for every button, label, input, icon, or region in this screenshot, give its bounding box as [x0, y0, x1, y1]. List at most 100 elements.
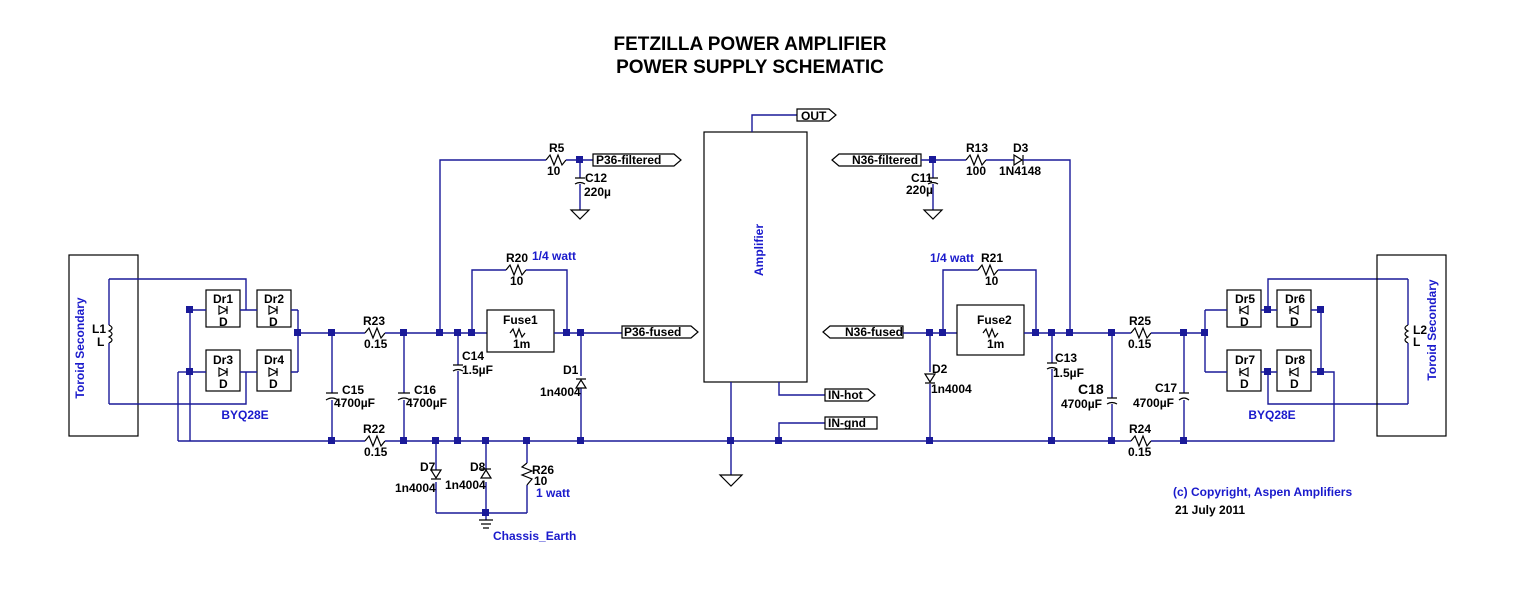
copyright-text: (c) Copyright, Aspen Amplifiers [1173, 485, 1352, 499]
c15-label: C15 [342, 383, 364, 397]
c17-value: 4700µF [1133, 396, 1174, 410]
d7-label: D7 [420, 460, 436, 474]
capacitor-c15: C15 4700µF [325, 333, 375, 441]
bridge-left-part: BYQ28E [221, 408, 268, 422]
capacitor-c16: C16 4700µF [397, 333, 447, 441]
r20-note: 1/4 watt [532, 249, 576, 263]
toroid-right-label: Toroid Secondary [1425, 279, 1439, 380]
d2-label: D2 [932, 362, 948, 376]
n36-filtered-label: N36-filtered [852, 153, 918, 167]
fuse2-value: 1m [987, 337, 1004, 351]
title-line1: FETZILLA POWER AMPLIFIER [613, 34, 886, 55]
c13-value: 1.5µF [1053, 366, 1084, 380]
inductor-l1: L1 L [92, 279, 113, 404]
r13-label: R13 [966, 141, 988, 155]
diode-d2: D2 1n4004 [923, 333, 972, 441]
d7-value: 1n4004 [395, 481, 436, 495]
toroid-left-label: Toroid Secondary [73, 297, 87, 398]
c11-label: C11 [911, 171, 933, 185]
r25-value: 0.15 [1128, 337, 1152, 351]
n36-fused-label: N36-fused [845, 325, 903, 339]
toroid-secondary-left: Toroid Secondary [68, 254, 139, 437]
fuse2: Fuse2 1m [956, 304, 1025, 356]
c15-value: 4700µF [334, 396, 375, 410]
resistor-r23: R23 0.15 [363, 314, 388, 351]
c18-value: 4700µF [1061, 397, 1102, 411]
bridge-right: Dr5 Dr6 Dr7 Dr8 D D D D BYQ28E [1226, 289, 1312, 422]
resistor-r25: R25 0.15 [1128, 314, 1152, 351]
r26-note: 1 watt [536, 486, 570, 500]
r13-value: 100 [966, 164, 986, 178]
port-p36-filtered: P36-filtered [592, 153, 682, 167]
d1-value: 1n4004 [540, 385, 581, 399]
diode-d8: D8 1n4004 [445, 441, 493, 513]
diode-d7: D7 1n4004 [395, 441, 443, 513]
amplifier-label: Amplifier [752, 224, 766, 276]
d2-value: 1n4004 [931, 382, 972, 396]
chassis-earth-symbol: Chassis_Earth [479, 513, 576, 543]
c17-label: C17 [1155, 381, 1177, 395]
junction-dots [186, 156, 1324, 516]
c13-label: C13 [1055, 351, 1077, 365]
r5-value: 10 [547, 164, 561, 178]
capacitor-c12: C12 220µ [569, 160, 611, 220]
port-in-hot: IN-hot [824, 388, 876, 402]
resistor-r26: R26 10 1 watt [520, 441, 570, 513]
l1-value: L [97, 335, 104, 349]
in-hot-label: IN-hot [828, 388, 863, 402]
fuse1-value: 1m [513, 337, 530, 351]
d8-label: D8 [470, 460, 486, 474]
capacitor-c18: C18 4700µF [1061, 333, 1118, 441]
resistor-r24: R24 0.15 [1128, 422, 1152, 459]
c16-value: 4700µF [406, 396, 447, 410]
toroid-secondary-right: Toroid Secondary [1376, 254, 1447, 437]
resistor-r13: R13 100 [965, 141, 988, 178]
dr6-label: Dr6 [1285, 292, 1305, 306]
dr7-label: Dr7 [1235, 353, 1255, 367]
dr3-label: Dr3 [213, 353, 233, 367]
dr4-label: Dr4 [264, 353, 284, 367]
port-n36-fused: N36-fused [822, 325, 904, 339]
port-in-gnd: IN-gnd [824, 416, 878, 430]
dr8-label: Dr8 [1285, 353, 1305, 367]
r26-label: R26 [532, 463, 554, 477]
r5-label: R5 [549, 141, 565, 155]
date-text: 21 July 2011 [1175, 503, 1245, 517]
chassis-earth-label: Chassis_Earth [493, 529, 576, 543]
r20-value: 10 [510, 274, 524, 288]
c16-label: C16 [414, 383, 436, 397]
c14-label: C14 [462, 349, 484, 363]
d8-value: 1n4004 [445, 478, 486, 492]
bridge-left: Dr1 Dr2 Dr3 Dr4 D D D D BYQ28E [205, 289, 292, 422]
r24-value: 0.15 [1128, 445, 1152, 459]
r21-label: R21 [981, 251, 1003, 265]
amplifier-block: Amplifier [703, 131, 808, 383]
port-p36-fused: P36-fused [621, 325, 699, 339]
fuse1-label: Fuse1 [503, 313, 538, 327]
c14-value: 1.5µF [462, 363, 493, 377]
r23-label: R23 [363, 314, 385, 328]
in-gnd-label: IN-gnd [828, 416, 866, 430]
c18-label: C18 [1078, 381, 1104, 397]
dr5-type: D [1240, 315, 1249, 329]
d3-value: 1N4148 [999, 164, 1041, 178]
dr8-type: D [1290, 377, 1299, 391]
resistor-r5: R5 10 [545, 141, 567, 178]
dr2-label: Dr2 [264, 292, 284, 306]
r24-label: R24 [1129, 422, 1151, 436]
port-out: OUT [796, 108, 837, 123]
fuse1: Fuse1 1m [486, 309, 555, 353]
dr1-type: D [219, 315, 228, 329]
capacitor-c11: C11 220µ [906, 160, 944, 220]
r26-value: 10 [534, 474, 548, 488]
c12-value: 220µ [584, 185, 611, 199]
d3-label: D3 [1013, 141, 1029, 155]
dr1-label: Dr1 [213, 292, 233, 306]
inductor-l2: L2 L [1404, 279, 1427, 404]
dr5-label: Dr5 [1235, 292, 1255, 306]
r20-label: R20 [506, 251, 528, 265]
p36-filtered-label: P36-filtered [596, 153, 661, 167]
r25-label: R25 [1129, 314, 1151, 328]
capacitor-c17: C17 4700µF [1133, 333, 1190, 441]
